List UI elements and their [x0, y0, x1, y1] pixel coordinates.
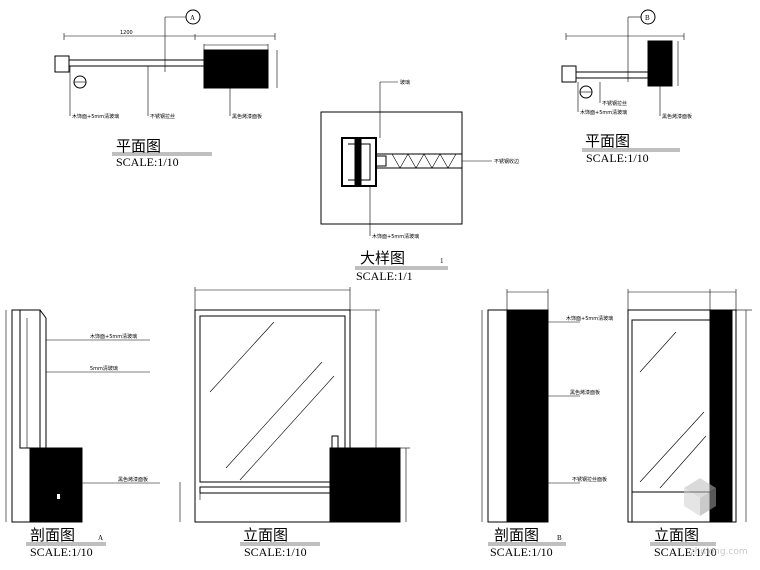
elevation-view-1: 立面图 SCALE:1/10 — [179, 287, 410, 559]
plan-a-note-2: 不锈钢拉丝 — [150, 113, 175, 120]
black-panel-b — [647, 40, 673, 87]
elevation-2-scale: SCALE:1/10 — [654, 545, 717, 559]
detail-number: 1 — [440, 257, 444, 265]
plan-b-scale: SCALE:1/10 — [586, 151, 649, 165]
section-b-note-3: 不锈钢拉丝面板 — [572, 476, 607, 483]
detail-title: 大样图 — [360, 250, 405, 267]
black-panel-a — [203, 49, 269, 89]
elevation-1-scale: SCALE:1/10 — [244, 545, 307, 559]
section-a-scale: SCALE:1/10 — [30, 545, 93, 559]
section-a-note-1: 木饰面+5mm清玻璃 — [90, 333, 137, 340]
elevation-1-title: 立面图 — [243, 527, 288, 544]
detail-note-bottom: 木饰面+5mm清玻璃 — [372, 233, 419, 240]
plan-view-b: B 木饰面+5mm清玻璃 不锈钢拉丝 黑色烤漆面板 平面图 SCALE:1/10 — [561, 9, 692, 165]
plan-b-note-3: 黑色烤漆面板 — [662, 113, 692, 120]
plan-b-note-1: 木饰面+5mm清玻璃 — [580, 109, 627, 116]
detail-view: 玻璃 不锈钢收边 木饰面+5mm清玻璃 大样图 1 SCALE:1/1 — [320, 79, 519, 283]
section-b-marker: B — [557, 534, 562, 542]
detail-note-right: 不锈钢收边 — [494, 158, 519, 165]
detail-note-top: 玻璃 — [400, 79, 410, 86]
section-a-note-3: 黑色烤漆面板 — [118, 476, 148, 483]
section-a-note-2: 5mm清玻璃 — [90, 365, 118, 372]
section-marker-a-label: A — [190, 14, 195, 22]
plan-a-note-3: 黑色烤漆面板 — [232, 113, 262, 120]
plan-a-note-1: 木饰面+5mm清玻璃 — [72, 113, 119, 120]
watermark: zhulong.com — [684, 478, 748, 557]
section-b-note-2: 黑色烤漆面板 — [570, 389, 600, 396]
section-b-note-1: 木饰面+5mm清玻璃 — [566, 315, 613, 322]
detail-scale: SCALE:1/1 — [356, 269, 413, 283]
section-a-title: 剖面图 — [30, 527, 75, 544]
plan-a-scale: SCALE:1/10 — [116, 155, 179, 169]
section-marker-b-label: B — [645, 14, 650, 22]
plan-b-note-2: 不锈钢拉丝 — [602, 100, 627, 107]
watermark-text: zhulong.com — [690, 547, 748, 557]
elevation-2-title: 立面图 — [654, 527, 699, 544]
plan-a-title: 平面图 — [116, 138, 161, 155]
section-view-b: 木饰面+5mm清玻璃 黑色烤漆面板 不锈钢拉丝面板 剖面图 B SCALE:1/… — [481, 289, 613, 559]
section-b-title: 剖面图 — [494, 527, 539, 544]
plan-view-a: 1200 A 木饰面+5mm清玻璃 不锈钢拉丝 黑色烤漆面板 平面图 SCALE… — [54, 9, 278, 169]
plan-b-title: 平面图 — [585, 133, 630, 150]
section-b-scale: SCALE:1/10 — [490, 545, 553, 559]
svg-text:1200: 1200 — [120, 30, 133, 36]
section-view-a: 木饰面+5mm清玻璃 5mm清玻璃 黑色烤漆面板 剖面图 A SCALE:1/1… — [5, 309, 160, 559]
section-a-marker: A — [98, 534, 103, 542]
elevation-view-2: 立面图 SCALE:1/10 — [627, 289, 752, 559]
